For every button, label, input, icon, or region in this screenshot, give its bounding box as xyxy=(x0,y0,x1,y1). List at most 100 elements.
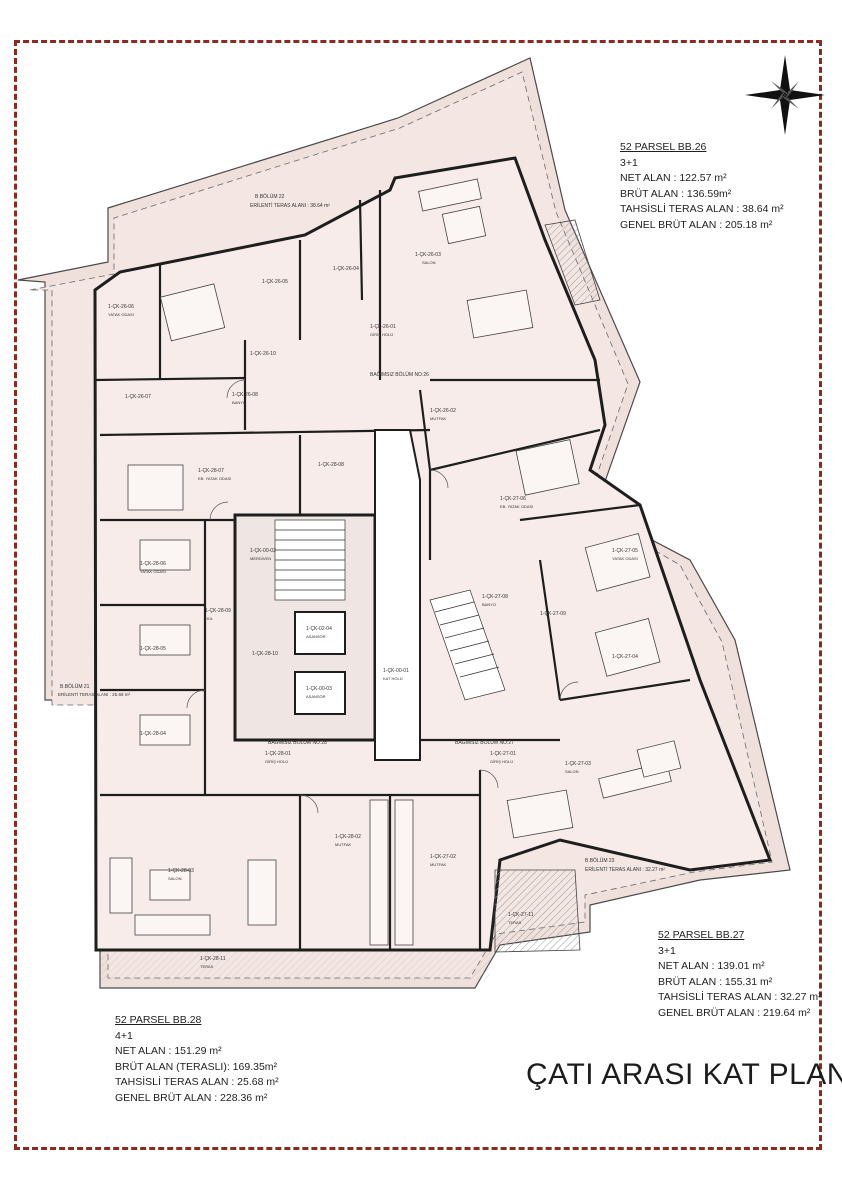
room-type-label: SALON xyxy=(422,260,436,265)
room-type-label: GİRİŞ HOLÜ xyxy=(490,759,513,764)
parcel-gross-area: BRÜT ALAN : 155.31 m² xyxy=(658,975,773,988)
dining-table-icon xyxy=(506,789,574,839)
stair-flight-left xyxy=(274,519,346,601)
parcel-header: 52 PARSEL BB.26 xyxy=(620,141,707,153)
sofa-icon xyxy=(109,857,133,914)
parcel-gross-area: BRÜT ALAN (TERASLI): 169.35m² xyxy=(115,1060,278,1073)
room-label: 1-ÇK-28-01 xyxy=(265,751,291,757)
door-swing-icon xyxy=(429,469,449,489)
room-type-label: TERAS xyxy=(508,920,522,925)
unit-26-label: BAĞIMSIZ BÖLÜM NO:26 xyxy=(370,371,429,378)
room-label: 1-ÇK-28-09 xyxy=(205,608,231,614)
parcel-27-info: 52 PARSEL BB.27 3+1 NET ALAN : 139.01 m²… xyxy=(658,928,822,1021)
parcel-28-info: 52 PARSEL BB.28 4+1 NET ALAN : 151.29 m²… xyxy=(115,1013,279,1106)
elevator-2 xyxy=(294,671,346,715)
room-label: 1-ÇK-26-01 xyxy=(370,324,396,330)
parcel-type: 4+1 xyxy=(115,1029,133,1042)
parcel-total-area: GENEL BRÜT ALAN : 219.64 m² xyxy=(658,1006,811,1019)
kitchen-counter-icon xyxy=(394,799,414,946)
room-type-label: BANYO xyxy=(232,400,246,405)
room-label: 1-ÇK-27-06 xyxy=(500,496,526,502)
room-type-label: TERAS xyxy=(200,964,214,969)
north-arrow-icon xyxy=(745,55,825,135)
terrace-22-label: B.BÖLÜM 22 xyxy=(255,193,285,200)
bed-icon xyxy=(584,533,651,592)
room-type-label: GİRİŞ HOLÜ xyxy=(370,332,393,337)
room-label: 1-ÇK-28-10 xyxy=(252,651,278,657)
dining-table-icon xyxy=(466,289,534,339)
parcel-header: 52 PARSEL BB.28 xyxy=(115,1014,202,1026)
stair-flight-right xyxy=(429,589,506,701)
bed-icon xyxy=(139,714,191,746)
room-label: 1-ÇK-28-04 xyxy=(140,731,166,737)
dining-table-icon xyxy=(247,859,277,926)
room-label: 1-ÇK-26-04 xyxy=(333,266,359,272)
unit-27-label: BAĞIMSIZ BÖLÜM NO:27 xyxy=(455,739,514,746)
parcel-gross-area: BRÜT ALAN : 136.59m² xyxy=(620,187,732,200)
bed-icon xyxy=(127,464,184,511)
door-swing-icon xyxy=(559,681,579,701)
room-type-label: SALON xyxy=(565,769,579,774)
elevator-1 xyxy=(294,611,346,655)
coffee-table-icon xyxy=(149,869,191,901)
room-type-label: ASANSÖR xyxy=(306,634,326,639)
room-type-label: SALON xyxy=(168,876,182,881)
room-type-label: MUTFAK xyxy=(430,416,447,421)
room-label: 1-ÇK-27-11 xyxy=(508,912,534,918)
terrace-21-area: ERİLENTİ TERAS ALANI : 25.68 m² xyxy=(58,691,130,697)
room-label: 1-ÇK-26-05 xyxy=(262,279,288,285)
room-label: 1-ÇK-28-03 xyxy=(168,868,194,874)
terrace-21-label: B.BÖLÜM 21 xyxy=(60,683,90,690)
hatched-terrace-bottom xyxy=(494,869,581,953)
room-type-label: YATAK ODASI xyxy=(140,569,166,574)
room-label: 1-ÇK-00-01 xyxy=(383,668,409,674)
parcel-total-area: GENEL BRÜT ALAN : 228.36 m² xyxy=(115,1091,268,1104)
room-type-label: MERDİVEN xyxy=(250,556,271,561)
room-type-label: MUTFAK xyxy=(335,842,352,847)
unit-28-label: BAĞIMSIZ BÖLÜM NO:28 xyxy=(268,739,327,746)
room-label: 1-ÇK-27-03 xyxy=(565,761,591,767)
parcel-header: 52 PARSEL BB.27 xyxy=(658,929,745,941)
parcel-terrace-area: TAHSİSLİ TERAS ALAN : 32.27 m² xyxy=(658,991,822,1003)
parcel-type: 3+1 xyxy=(620,156,638,169)
page-border xyxy=(14,40,822,1150)
room-type-label: YATAK ODASI xyxy=(108,312,134,317)
coffee-table-icon xyxy=(636,740,682,778)
hatched-terrace-bottom-left xyxy=(100,952,490,980)
terrace-22-area: ERİLENTİ TERAS ALANI : 38.64 m² xyxy=(250,202,330,209)
parcel-total-area: GENEL BRÜT ALAN : 205.18 m² xyxy=(620,218,773,231)
room-label: 1-ÇK-27-02 xyxy=(430,854,456,860)
room-label: 1-ÇK-28-02 xyxy=(335,834,361,840)
room-label: 1-ÇK-00-02 xyxy=(250,548,276,554)
room-type-label: KAT HOLÜ xyxy=(383,676,403,681)
bed-icon xyxy=(159,283,226,342)
corridor xyxy=(374,429,421,761)
exterior-wall xyxy=(93,156,773,952)
door-swing-icon xyxy=(299,794,319,814)
coffee-table-icon xyxy=(441,205,487,245)
room-label: 1-ÇK-27-04 xyxy=(612,654,638,660)
room-label: 1-ÇK-27-05 xyxy=(612,548,638,554)
room-label: 1-ÇK-26-06 xyxy=(108,304,134,310)
parcel-terrace-area: TAHSİSLİ TERAS ALAN : 25.68 m² xyxy=(115,1076,279,1088)
bed-icon xyxy=(594,618,661,677)
parcel-type: 3+1 xyxy=(658,944,676,957)
room-type-label: GİRİŞ HOLÜ xyxy=(265,759,288,764)
parcel-terrace-area: TAHSİSLİ TERAS ALAN : 38.64 m² xyxy=(620,203,784,215)
room-label: 1-ÇK-28-08 xyxy=(318,462,344,468)
door-swing-icon xyxy=(226,379,246,399)
room-type-label: MUTFAK xyxy=(430,862,447,867)
door-swing-icon xyxy=(186,689,206,709)
terrace-23-area: ERİLENTİ TERAS ALANI : 32.27 m² xyxy=(585,866,665,873)
room-label: 1-ÇK-02-04 xyxy=(306,626,332,632)
room-type-label: EB. YATAK ODASI xyxy=(500,504,533,509)
room-label: 1-ÇK-27-08 xyxy=(482,594,508,600)
room-label: 1-ÇK-27-09 xyxy=(540,611,566,617)
room-type-label: BANYO xyxy=(482,602,496,607)
room-label: 1-ÇK-26-02 xyxy=(430,408,456,414)
room-type-label: HOL xyxy=(205,616,214,621)
plan-title: ÇATI ARASI KAT PLANI xyxy=(526,1058,842,1091)
bed-icon xyxy=(515,439,580,496)
kitchen-counter-icon xyxy=(369,799,389,946)
